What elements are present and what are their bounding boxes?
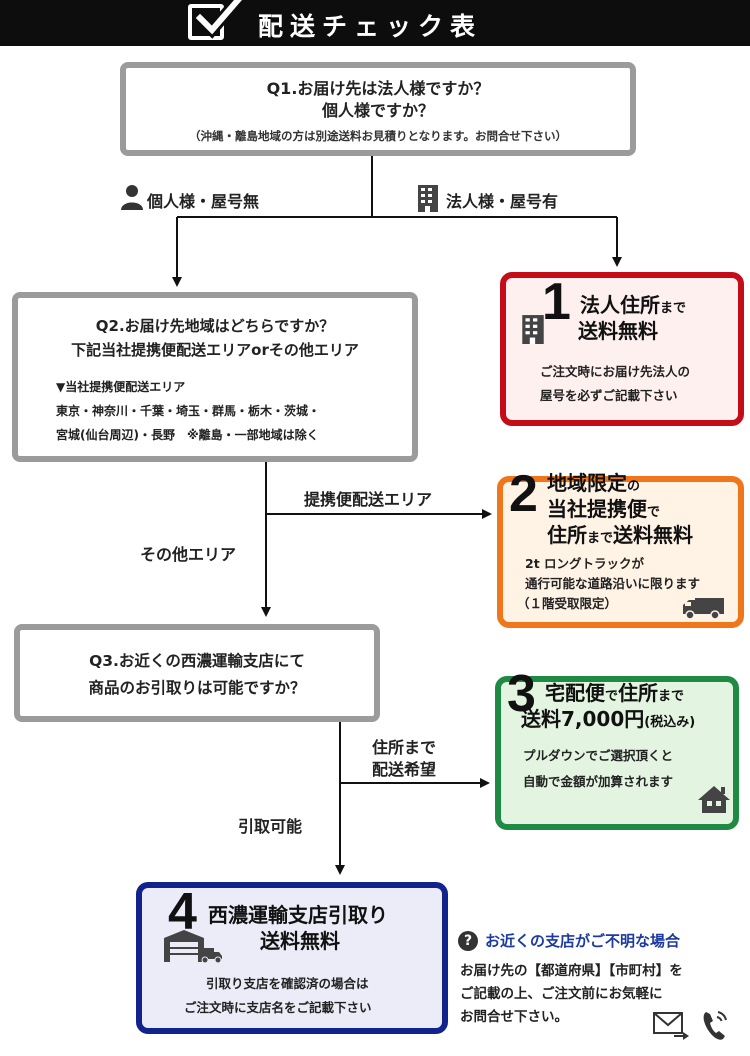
outcome-2-box: 2 地域限定の 当社提携便で 住所まで送料無料 2t ロングトラックが 通行可能… [497, 468, 744, 628]
help-line-1: お届け先の【都道府県】【市町村】を [460, 963, 683, 979]
question-icon: ? [458, 931, 478, 951]
question-1-box: Q1.お届け先は法人様ですか？ 個人様ですか？ （沖縄・離島地域の方は別途送料お… [120, 62, 636, 156]
mail-icon [653, 1012, 689, 1040]
outcome-3-number: 3 [507, 665, 536, 723]
building-icon [522, 315, 544, 344]
warehouse-icon [164, 930, 222, 964]
outcome-4-desc-2: ご注文時に支店名をご記載下さい [184, 1000, 372, 1015]
branch-individual-label: 個人様・屋号無 [147, 192, 260, 211]
outcome-1-box: 1 法人住所まで 送料無料 ご注文時にお届け先法人の 屋号を必ずご記載下さい [500, 272, 744, 426]
question-2-text-2: 下記当社提携便配送エリアorその他エリア [71, 341, 359, 359]
help-line-3: お問合せ下さい。 [460, 1009, 568, 1025]
outcome-3-box: 3 宅配便で住所まで 送料7,000円(税込み) プルダウンでご選択頂くと 自動… [495, 668, 739, 830]
outcome-1-desc-1: ご注文時にお届け先法人の [540, 364, 691, 379]
outcome-4-desc-1: 引取り支店を確認済の場合は [206, 976, 369, 991]
branch-partner-label: 提携便配送エリア [304, 490, 433, 509]
question-2-box: Q2.お届け先地域はどちらですか？ 下記当社提携便配送エリアorその他エリア ▼… [12, 292, 418, 462]
help-title: お近くの支店がご不明な場合 [485, 932, 681, 950]
question-2-text: Q2.お届け先地域はどちらですか？ [95, 317, 335, 335]
question-3-text: Q3.お近くの西濃運輸支店にて [89, 652, 305, 670]
branch-pickup-label: 引取可能 [238, 817, 303, 836]
partner-area-list-1: 東京・神奈川・千葉・埼玉・群馬・栃木・茨城・ [56, 404, 321, 418]
outcome-2-line-3: 住所まで送料無料 [547, 523, 694, 547]
branch-other-label: その他エリア [140, 545, 237, 564]
person-icon [121, 185, 143, 210]
outcome-1-title-2: 送料無料 [578, 319, 658, 343]
branch-deliver-label-1: 住所まで [372, 738, 437, 757]
outcome-1-desc-2: 屋号を必ずご記載下さい [540, 388, 678, 403]
outcome-2-line-1: 地域限定の [547, 471, 641, 495]
page-title: 配送チェック表 [258, 12, 483, 41]
header-bar: 配送チェック表 [0, 0, 750, 46]
house-icon [698, 786, 730, 813]
branch-deliver-label-2: 配送希望 [372, 760, 437, 779]
outcome-3-line-1: 宅配便で住所まで [545, 681, 685, 705]
question-1-text-2: 個人様ですか？ [321, 101, 434, 120]
phone-icon [703, 1011, 727, 1040]
outcome-4-number: 4 [168, 883, 197, 941]
check-icon [192, 0, 244, 39]
outcome-2-desc-2: 通行可能な道路沿いに限ります [525, 576, 701, 591]
outcome-3-desc-1: プルダウンでご選択頂くと [523, 748, 674, 763]
question-1-text: Q1.お届け先は法人様ですか？ [266, 79, 490, 98]
truck-icon [683, 598, 724, 620]
outcome-2-line-2: 当社提携便で [547, 497, 661, 521]
help-line-2: ご記載の上、ご注文前にお気軽に [460, 986, 663, 1002]
partner-area-list-2: 宮城(仙台周辺)・長野 ※離島・一部地域は除く [56, 428, 319, 442]
outcome-1-title: 法人住所まで [580, 293, 687, 317]
question-3-text-2: 商品のお引取りは可能ですか？ [88, 679, 306, 697]
partner-area-heading: ▼当社提携便配送エリア [56, 380, 186, 394]
outcome-3-line-2: 送料7,000円(税込み) [521, 707, 696, 731]
outcome-2-desc-3: （１階受取限定） [517, 596, 618, 611]
outcome-1-number: 1 [542, 273, 571, 331]
outcome-2-number: 2 [509, 465, 538, 523]
outcome-4-box: 4 西濃運輸支店引取り 送料無料 引取り支店を確認済の場合は ご注文時に支店名を… [136, 882, 448, 1034]
question-1-note: （沖縄・離島地域の方は別途送料お見積りとなります。お問合せ下さい） [188, 129, 567, 143]
branch-corporate-label: 法人様・屋号有 [446, 192, 559, 211]
outcome-4-title: 西濃運輸支店引取り [208, 903, 388, 927]
question-3-box: Q3.お近くの西濃運輸支店にて 商品のお引取りは可能ですか？ [14, 624, 380, 722]
help-text: お届け先の【都道府県】【市町村】を ご記載の上、ご注文前にお気軽に お問合せ下さ… [460, 960, 683, 1029]
outcome-2-desc-1: 2t ロングトラックが [525, 556, 645, 571]
outcome-3-desc-2: 自動で金額が加算されます [523, 774, 674, 789]
outcome-4-title-2: 送料無料 [260, 929, 340, 953]
building-icon [418, 185, 438, 212]
